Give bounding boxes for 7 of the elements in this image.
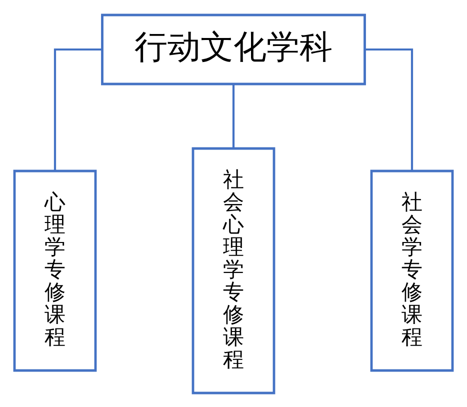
node-box: 心理学专修课程 xyxy=(13,169,97,372)
node-box: 行动文化学科 xyxy=(101,13,366,85)
node-box: 社会心理学专修课程 xyxy=(192,146,276,394)
connector xyxy=(232,84,235,148)
connector xyxy=(365,48,414,170)
node-box: 社会学专修课程 xyxy=(370,169,454,372)
connector xyxy=(54,48,102,170)
